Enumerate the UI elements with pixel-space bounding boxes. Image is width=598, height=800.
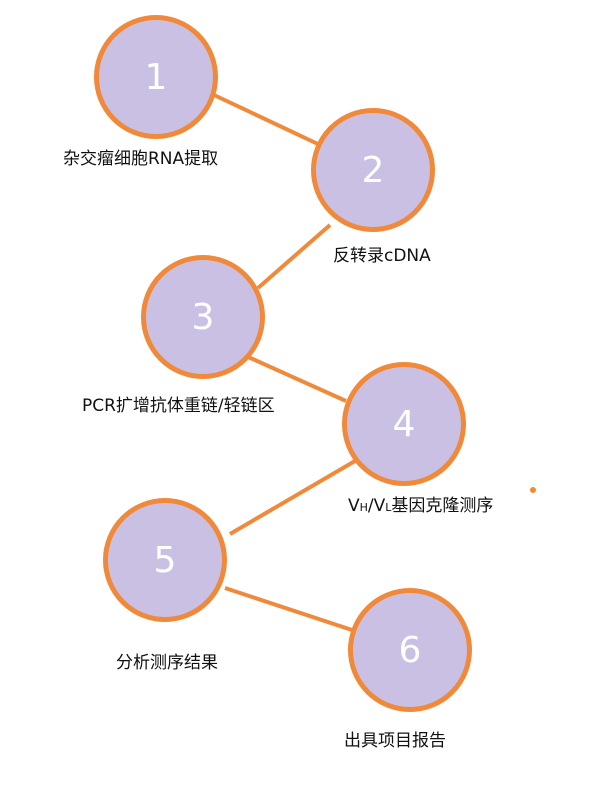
step-3-number: 3	[191, 296, 215, 338]
step-4-label: VH/VL基因克隆测序	[348, 491, 493, 516]
slash-v-letter: /V	[367, 496, 386, 516]
step-5-label: 分析测序结果	[116, 653, 218, 673]
step-2-circle: 2	[311, 108, 435, 232]
orange-dot	[530, 487, 536, 493]
connector-4-5	[228, 459, 357, 536]
step-1-label: 杂交瘤细胞RNA提取	[63, 149, 219, 169]
step-4-circle: 4	[342, 362, 466, 486]
h-subscript: H	[359, 501, 368, 514]
step-3-circle: 3	[141, 255, 265, 379]
step-1-circle: 1	[94, 15, 218, 139]
step-2-number: 2	[361, 149, 385, 191]
step-4-number: 4	[392, 403, 416, 445]
step-6-circle: 6	[348, 588, 472, 712]
step-6-number: 6	[398, 629, 422, 671]
connector-3-4	[245, 354, 347, 403]
connector-2-3	[256, 223, 332, 290]
connector-1-2	[213, 93, 321, 147]
step-3-label: PCR扩增抗体重链/轻链区	[82, 396, 275, 416]
step-2-label: 反转录cDNA	[333, 246, 431, 266]
step-6-label: 出具项目报告	[344, 731, 446, 751]
connector-5-6	[224, 586, 353, 632]
step-1-number: 1	[144, 56, 168, 98]
l-subscript: L	[385, 501, 392, 514]
step-5-number: 5	[153, 539, 177, 581]
v-letter: V	[348, 496, 360, 516]
step-4-label-text: 基因克隆测序	[391, 496, 494, 516]
step-5-circle: 5	[103, 498, 227, 622]
